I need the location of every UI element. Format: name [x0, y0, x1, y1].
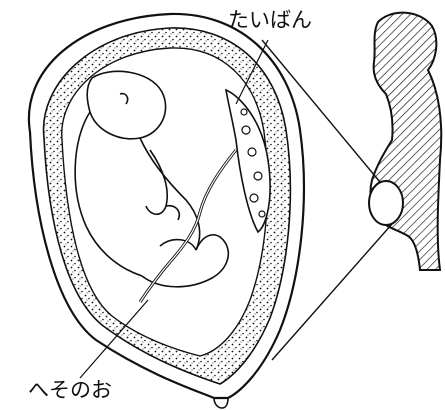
mother-silhouette — [369, 13, 441, 270]
placenta-label: たいばん — [228, 10, 312, 31]
umbilical-cord-label: へそのお — [28, 380, 112, 401]
mother-womb — [369, 181, 403, 225]
cervix — [214, 398, 228, 408]
